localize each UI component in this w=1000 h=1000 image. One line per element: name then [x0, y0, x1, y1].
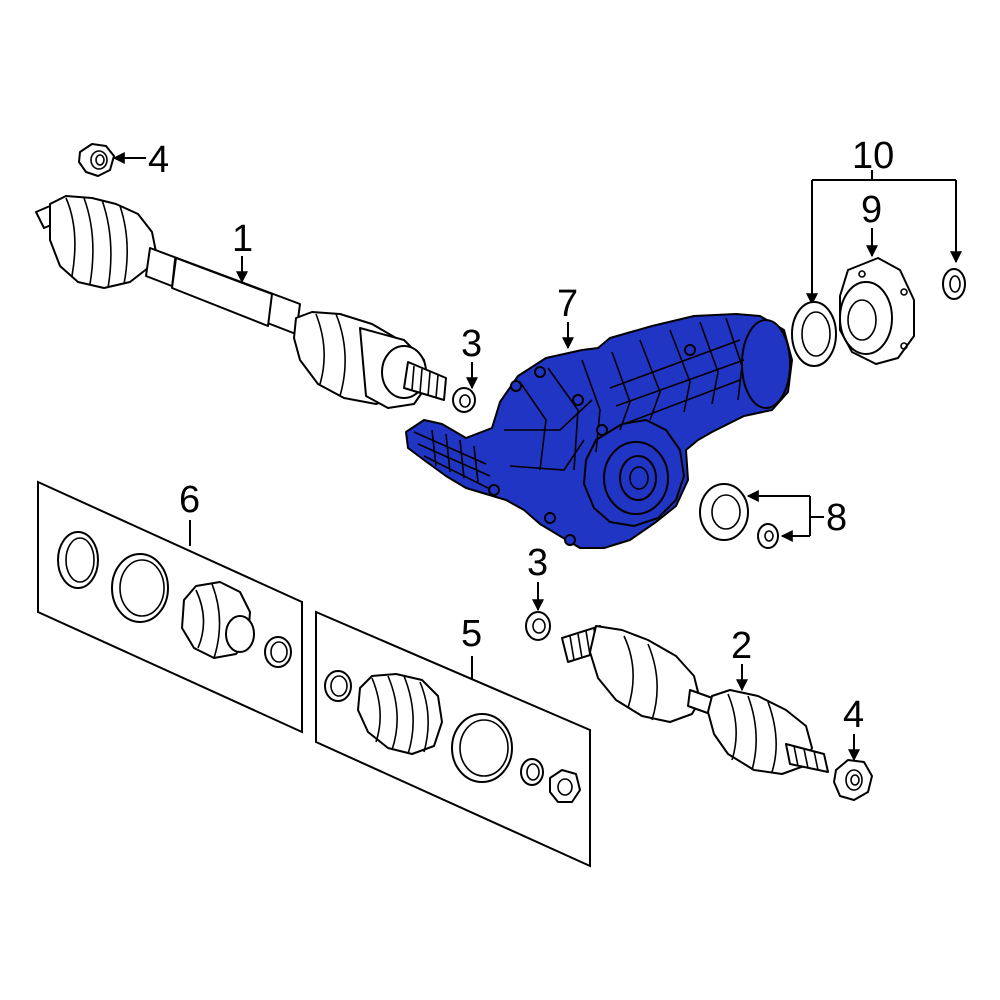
- companion-flange[interactable]: [839, 257, 915, 365]
- callout-3-upper: 3: [461, 323, 482, 365]
- boot-kit-5[interactable]: [315, 610, 591, 868]
- washer-upper[interactable]: [452, 387, 476, 413]
- pinion-seal[interactable]: [699, 483, 749, 541]
- callout-6: 6: [179, 479, 200, 521]
- flange-nut[interactable]: [942, 268, 966, 300]
- washer-lower[interactable]: [525, 611, 551, 641]
- boot-kit-6[interactable]: [37, 480, 303, 734]
- callout-4-bottom: 4: [843, 694, 864, 736]
- callout-4-top: 4: [148, 139, 169, 181]
- pinion-washer[interactable]: [757, 523, 779, 549]
- axle-shaft-left[interactable]: [35, 195, 447, 409]
- callout-7: 7: [557, 283, 578, 325]
- nut-bottom[interactable]: [833, 759, 873, 801]
- callout-9: 9: [861, 189, 882, 231]
- callout-10: 10: [852, 135, 894, 177]
- axle-shaft-right[interactable]: [561, 625, 829, 775]
- callout-2: 2: [731, 625, 752, 667]
- nut-top[interactable]: [78, 143, 115, 177]
- callout-1: 1: [232, 218, 253, 260]
- callout-3-lower: 3: [527, 542, 548, 584]
- callout-5: 5: [461, 613, 482, 655]
- front-differential-housing[interactable]: [405, 313, 793, 549]
- flange-seal[interactable]: [791, 301, 837, 367]
- callout-8: 8: [826, 497, 847, 539]
